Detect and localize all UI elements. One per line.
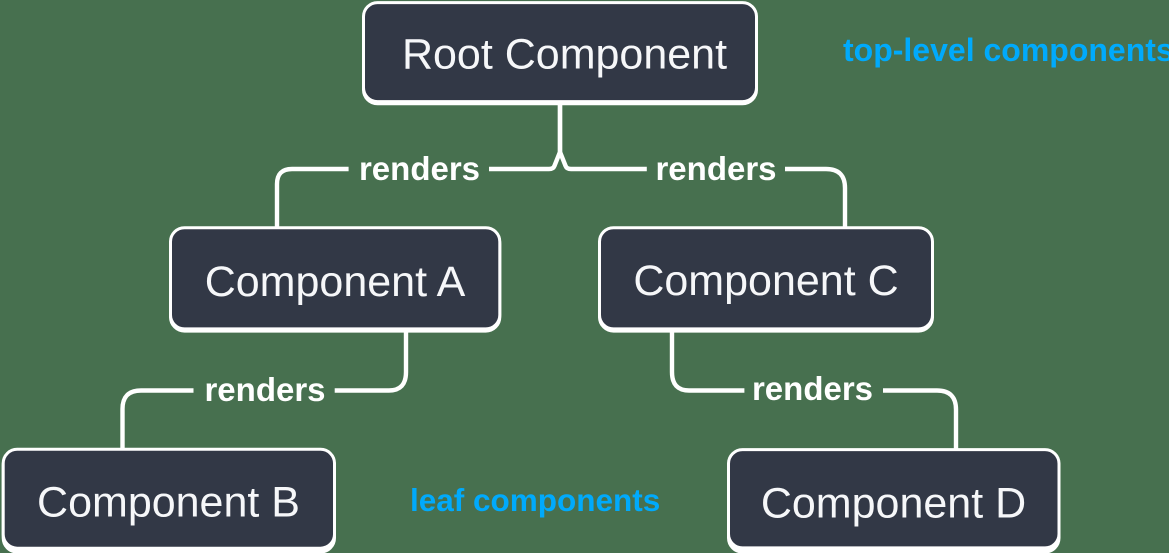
svg-text:Component B: Component B: [37, 478, 300, 526]
svg-text:Component A: Component A: [205, 258, 466, 306]
svg-text:renders: renders: [359, 150, 480, 187]
svg-text:Root Component: Root Component: [402, 31, 727, 79]
svg-text:Component C: Component C: [633, 257, 898, 305]
svg-text:top-level components: top-level components: [843, 32, 1169, 68]
svg-text:leaf components: leaf components: [410, 482, 660, 518]
svg-text:Component D: Component D: [761, 479, 1026, 527]
svg-text:renders: renders: [655, 150, 776, 187]
svg-text:renders: renders: [752, 370, 873, 407]
svg-text:renders: renders: [204, 371, 325, 408]
